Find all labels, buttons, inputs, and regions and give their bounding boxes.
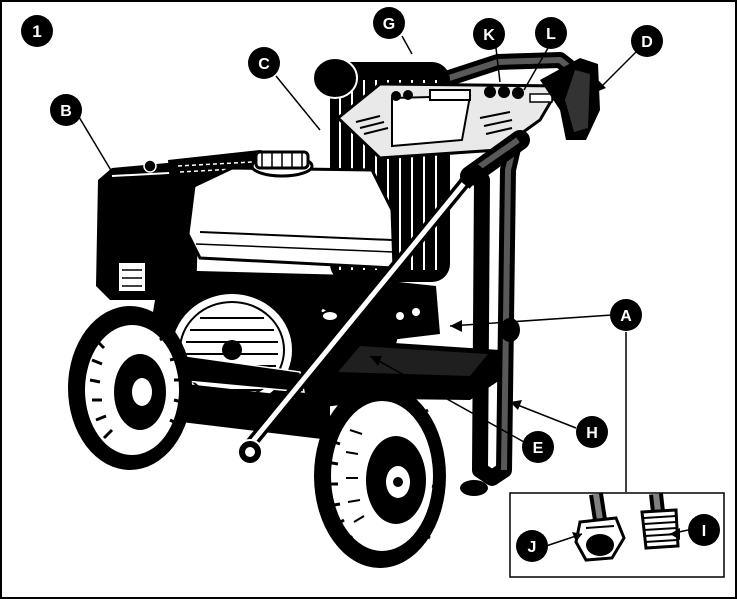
left-wheel xyxy=(68,306,192,470)
spray-gun xyxy=(540,58,600,140)
callout-figure-number: 1 xyxy=(21,15,53,47)
svg-text:C: C xyxy=(258,56,270,73)
leader-b xyxy=(75,111,113,173)
callout-a: A xyxy=(610,299,642,331)
leader-h xyxy=(509,401,577,429)
leader-k xyxy=(495,47,501,83)
leader-e xyxy=(369,355,525,443)
fittings-inset xyxy=(509,492,725,578)
figure-number-label: 1 xyxy=(32,22,41,41)
arrowheads xyxy=(370,80,680,542)
callout-i: I xyxy=(688,514,720,546)
leader-c xyxy=(275,75,321,131)
callout-j: J xyxy=(516,530,548,562)
svg-text:H: H xyxy=(586,425,598,442)
svg-text:J: J xyxy=(528,539,537,556)
callout-h: H xyxy=(576,416,608,448)
svg-text:D: D xyxy=(641,34,653,51)
spray-wand xyxy=(237,130,530,465)
svg-text:G: G xyxy=(383,16,395,33)
svg-text:K: K xyxy=(483,27,495,44)
leader-g xyxy=(401,35,413,55)
fuel-tank xyxy=(186,150,396,270)
callout-l: L xyxy=(535,17,567,49)
callout-b: B xyxy=(50,94,82,126)
callout-k: K xyxy=(473,18,505,50)
pressure-washer-illustration xyxy=(68,52,600,568)
callout-g: G xyxy=(373,7,405,39)
leader-l xyxy=(523,47,549,91)
right-wheel xyxy=(314,384,446,568)
svg-text:I: I xyxy=(702,523,706,540)
callout-e: E xyxy=(522,431,554,463)
svg-text:B: B xyxy=(60,103,72,120)
callout-c: C xyxy=(248,47,280,79)
svg-text:E: E xyxy=(533,440,544,457)
leader-lines xyxy=(75,35,689,547)
svg-text:A: A xyxy=(620,308,632,325)
frame-handle xyxy=(385,52,583,486)
leader-a xyxy=(449,314,613,327)
callout-d: D xyxy=(631,25,663,57)
svg-text:L: L xyxy=(546,26,556,43)
